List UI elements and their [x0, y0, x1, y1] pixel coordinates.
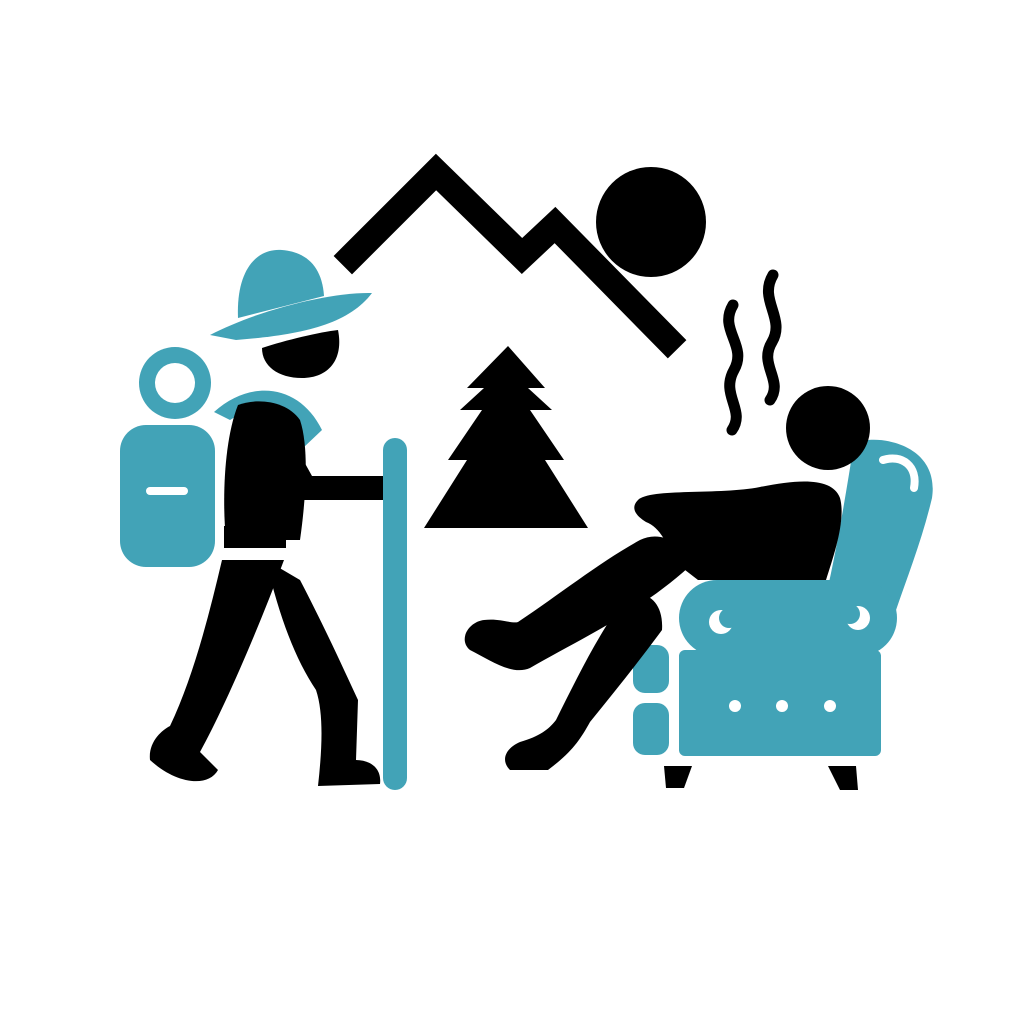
sun-icon — [596, 167, 706, 277]
steam-icon — [723, 269, 782, 436]
pine-tree-icon — [424, 346, 588, 528]
armchair-icon — [633, 439, 933, 790]
mountain-icon — [333, 153, 687, 359]
hiker-icon — [120, 249, 407, 790]
hat-icon — [210, 249, 372, 340]
relaxing-person-icon — [464, 386, 870, 770]
